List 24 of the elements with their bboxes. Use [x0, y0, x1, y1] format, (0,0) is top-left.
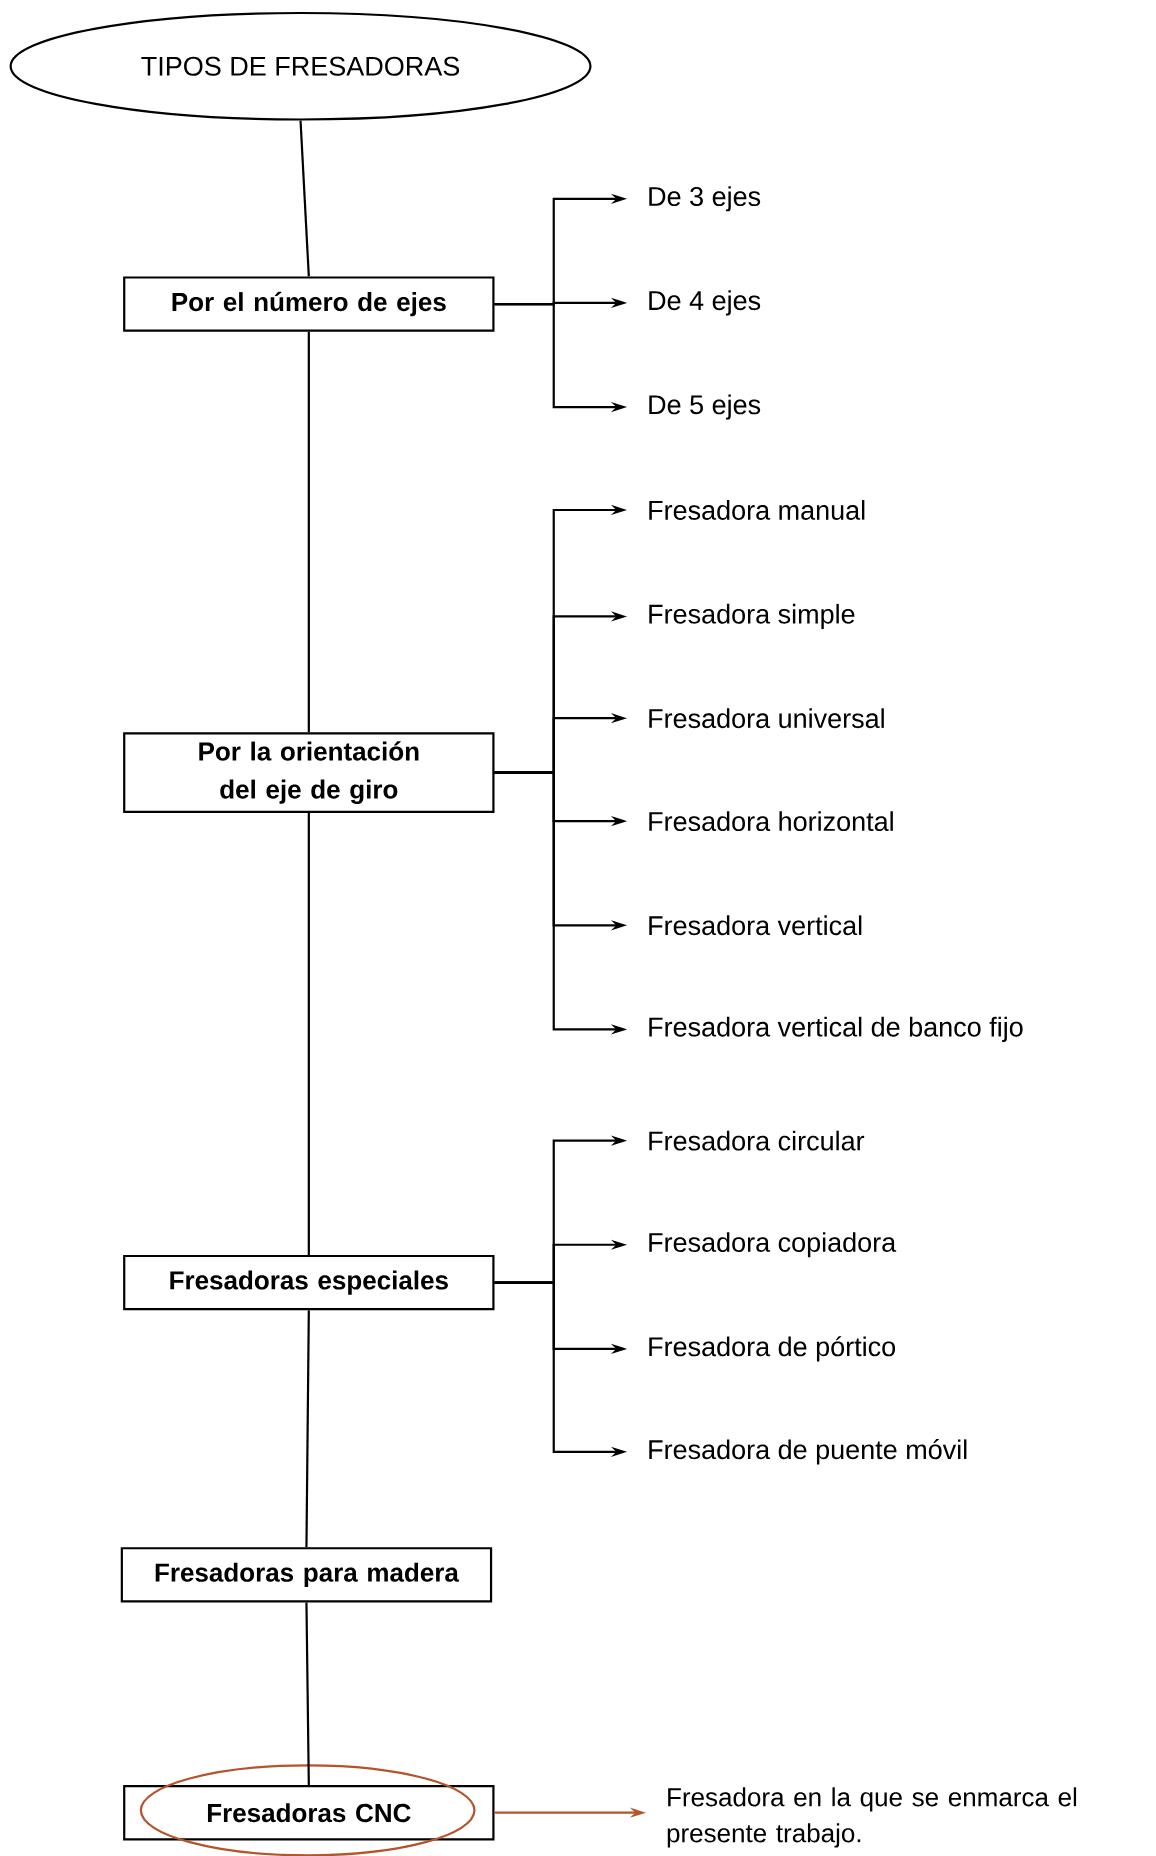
type-label: Fresadora circular — [649, 1130, 865, 1151]
type-label: Fresadora manual — [649, 500, 865, 520]
category-box: Por el número de ejes — [123, 276, 495, 332]
connector-line — [307, 813, 310, 1255]
category-box: Fresadoras CNC — [123, 1785, 495, 1841]
category-box: Fresadoras para madera — [120, 1547, 493, 1603]
connector-line — [307, 331, 310, 733]
type-label: Fresadora simple — [649, 603, 855, 630]
type-label: De 5 ejes — [649, 394, 761, 420]
category-box: Fresadoras especiales — [123, 1254, 495, 1311]
note-text: Fresadora en la que se enmarca el presente trabajo. — [667, 1787, 1077, 1848]
type-label: Fresadora universal — [649, 708, 884, 729]
connector-line — [299, 120, 310, 277]
type-label: Fresadora de puente móvil — [649, 1439, 967, 1465]
type-label: De 3 ejes — [649, 186, 761, 212]
connector-line — [305, 1602, 310, 1785]
type-label: Fresadora horizontal — [649, 811, 893, 832]
type-label: Fresadora vertical de banco fijo — [649, 1016, 1023, 1042]
connector-line — [305, 1310, 310, 1548]
type-label: De 4 ejes — [649, 290, 761, 316]
category-box: Por la orientación del eje de giro — [123, 732, 495, 814]
type-label: Fresadora copiadora — [649, 1232, 897, 1258]
type-label: Fresadora de pórtico — [649, 1336, 896, 1362]
type-label: Fresadora vertical — [649, 915, 862, 936]
